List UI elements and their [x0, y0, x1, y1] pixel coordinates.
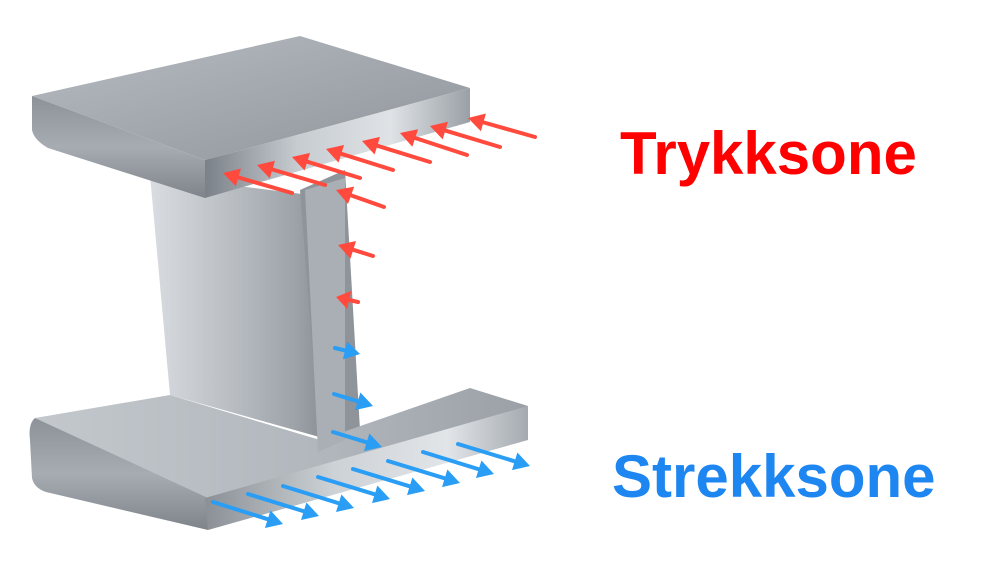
- beam-web-back: [150, 175, 330, 440]
- compression-arrow-icon: [430, 121, 502, 149]
- beam-web-front: [305, 178, 345, 452]
- compression-arrow-icon: [336, 186, 386, 209]
- compression-arrow-icon: [338, 241, 375, 259]
- tension-zone-label: Strekksone: [612, 443, 936, 510]
- i-beam-icon: [29, 36, 528, 530]
- beam-bottom-flange-front: [29, 418, 208, 530]
- compression-arrows: [223, 113, 537, 309]
- tension-arrows: [211, 341, 530, 528]
- beam-top-flange-end: [32, 96, 205, 198]
- tension-arrow-icon: [211, 500, 283, 528]
- tension-arrow-icon: [246, 492, 319, 521]
- compression-arrow-icon: [326, 145, 395, 172]
- compression-arrow-icon: [257, 160, 327, 187]
- tension-arrow-icon: [351, 467, 425, 496]
- tension-arrow-icon: [331, 430, 382, 452]
- tension-arrow-icon: [386, 459, 460, 488]
- compression-zone-label: Trykksone: [620, 120, 917, 187]
- compression-arrow-icon: [468, 113, 537, 139]
- beam-bottom-flange-top: [35, 388, 528, 498]
- tension-arrow-icon: [456, 442, 530, 471]
- beam-top-flange-top: [32, 36, 470, 160]
- compression-arrow-icon: [292, 152, 362, 180]
- compression-arrow-icon: [400, 129, 469, 157]
- compression-arrow-icon: [336, 291, 360, 309]
- beam-bottom-flange-side: [205, 406, 528, 530]
- compression-arrow-icon: [362, 136, 432, 164]
- tension-arrow-icon: [333, 341, 360, 360]
- compression-arrow-icon: [223, 168, 294, 195]
- tension-arrow-icon: [421, 450, 494, 479]
- tension-arrow-icon: [316, 475, 390, 504]
- tension-arrow-icon: [281, 484, 354, 513]
- tension-arrow-icon: [332, 392, 373, 411]
